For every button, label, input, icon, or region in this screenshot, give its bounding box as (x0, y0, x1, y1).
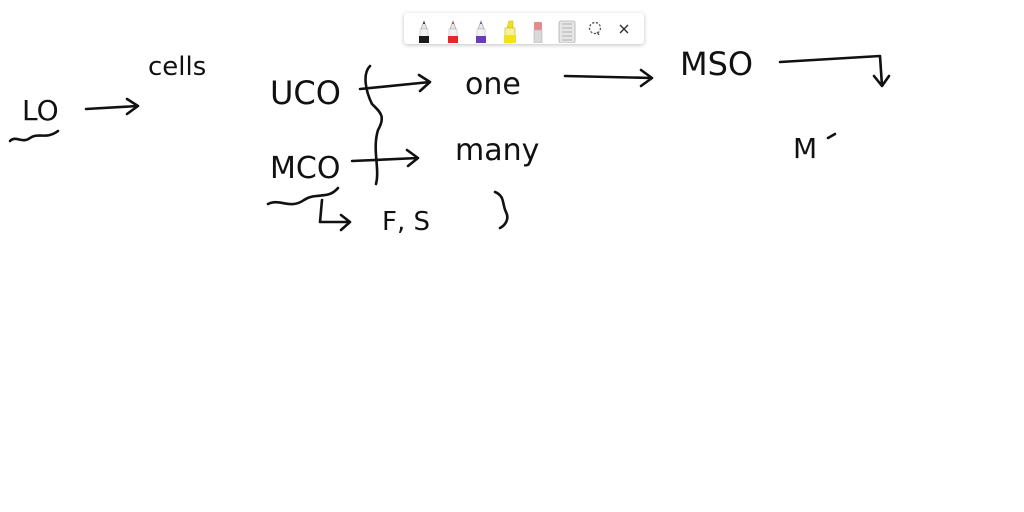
purple-pen-tool[interactable] (467, 15, 496, 43)
squiggle-underline-lo (8, 129, 60, 143)
close-toolbar-button[interactable] (610, 15, 639, 43)
lasso-icon (589, 21, 602, 35)
yellow-highlighter-tool[interactable] (496, 15, 525, 43)
eraser-icon (533, 21, 543, 43)
note-m-partial: M (793, 132, 817, 165)
note-one: one (465, 67, 521, 102)
arrow-mso-down (778, 54, 891, 88)
close-icon (619, 24, 629, 33)
ruler-icon (558, 20, 576, 43)
note-many: many (455, 133, 539, 168)
note-mso: MSO (680, 45, 753, 83)
highlighter-icon (503, 20, 516, 43)
note-uco: UCO (270, 74, 341, 112)
eraser-tool[interactable] (524, 15, 553, 43)
arrow-uco-one (358, 73, 432, 93)
arrow-lo-cells (84, 97, 140, 116)
arrow-mco-many (350, 148, 420, 168)
black-pen-icon (419, 19, 430, 43)
black-pen-tool[interactable] (410, 15, 439, 43)
partial-stroke (826, 132, 837, 140)
red-pen-icon (447, 19, 458, 43)
brace (364, 64, 384, 186)
drawing-toolbar (404, 13, 644, 44)
arrow-one-mso (563, 68, 654, 88)
arrow-mco-fs (318, 198, 352, 232)
purple-pen-icon (476, 19, 487, 43)
ruler-tool[interactable] (553, 15, 582, 43)
closing-brace (493, 190, 509, 230)
squiggle-underline-mco (266, 186, 340, 206)
note-cells: cells (148, 52, 206, 82)
note-f-s: F, S (382, 207, 430, 237)
note-lo: LO (22, 94, 59, 127)
red-pen-tool[interactable] (439, 15, 468, 43)
note-mco: MCO (270, 151, 340, 186)
lasso-tool[interactable] (581, 15, 610, 43)
